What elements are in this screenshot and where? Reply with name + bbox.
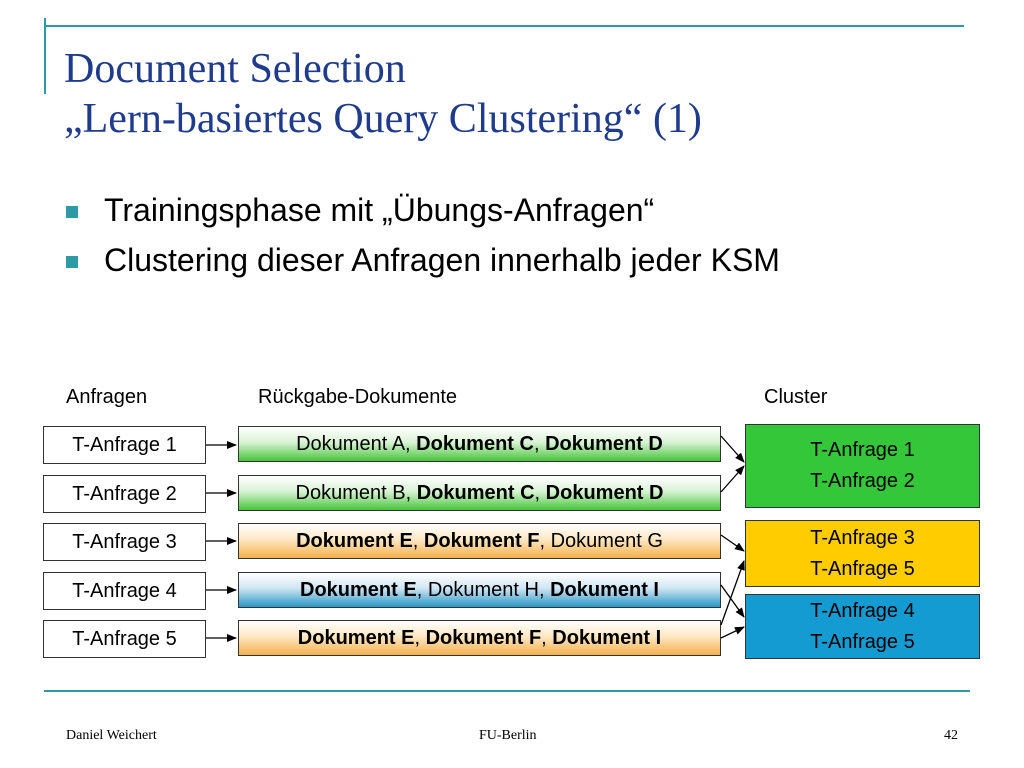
cluster-member: T-Anfrage 2 (810, 470, 915, 492)
header-documents: Rückgabe-Dokumente (258, 386, 457, 408)
footer-line (44, 690, 970, 692)
query-box-3: T-Anfrage 3 (43, 523, 206, 561)
footer-page-number: 42 (944, 728, 958, 743)
header-queries: Anfragen (66, 386, 148, 408)
arrow-doc3-cluster2 (720, 534, 745, 552)
arrow-doc5-cluster3 (720, 626, 745, 639)
document-name: Dokument E (297, 626, 415, 649)
document-name: Dokument B (295, 481, 406, 504)
footer-institution: FU-Berlin (479, 728, 537, 743)
cluster-box-3: T-Anfrage 4 T-Anfrage 5 (745, 594, 980, 659)
arrow-doc5-cluster2 (720, 560, 745, 626)
cluster-member: T-Anfrage 5 (810, 630, 915, 653)
query-box-5: T-Anfrage 5 (43, 620, 206, 658)
frame-left-line (44, 18, 46, 94)
bullet-item: Clustering dieser Anfragen innerhalb jed… (60, 240, 960, 280)
document-name: Dokument H (427, 578, 539, 601)
document-name: Dokument C (416, 481, 535, 504)
cluster-member: T-Anfrage 5 (810, 557, 915, 580)
square-bullet-icon (66, 206, 78, 218)
document-name: Dokument E (300, 578, 417, 601)
cluster-box-2: T-Anfrage 3 T-Anfrage 5 (745, 520, 980, 587)
arrow-doc1-cluster1 (720, 435, 745, 463)
document-name: Dokument D (545, 481, 664, 504)
header-clusters: Cluster (764, 386, 828, 408)
arrow-doc2-cluster1 (720, 465, 745, 493)
footer-author: Daniel Weichert (66, 728, 157, 743)
query-box-2: T-Anfrage 2 (43, 475, 206, 513)
query-box-1: T-Anfrage 1 (43, 426, 206, 464)
document-name: Dokument A (296, 432, 406, 455)
document-box-5: Dokument E, Dokument F, Dokument I (238, 620, 721, 656)
bullet-item: Trainingsphase mit „Übungs-Anfragen“ (60, 190, 960, 230)
slide-title: Document Selection „Lern-basiertes Query… (64, 44, 702, 144)
document-box-2: Dokument B, Dokument C, Dokument D (238, 475, 721, 511)
query-box-4: T-Anfrage 4 (43, 572, 206, 610)
cluster-member: T-Anfrage 1 (810, 439, 915, 461)
document-name: Dokument I (550, 578, 659, 601)
bullet-text: Clustering dieser Anfragen innerhalb jed… (104, 242, 780, 278)
slide-title-line-2: „Lern-basiertes Query Clustering“ (1) (64, 96, 702, 142)
document-name: Dokument D (545, 432, 663, 455)
frame-top-line (44, 25, 964, 27)
cluster-member: T-Anfrage 3 (810, 526, 915, 549)
cluster-member: T-Anfrage 4 (810, 599, 915, 622)
document-name: Dokument C (416, 432, 534, 455)
document-box-3: Dokument E, Dokument F, Dokument G (238, 523, 721, 559)
document-name: Dokument I (552, 626, 662, 649)
arrow-doc4-cluster3 (720, 584, 745, 618)
bullet-text: Trainingsphase mit „Übungs-Anfragen“ (104, 192, 655, 228)
square-bullet-icon (66, 256, 78, 268)
slide-title-line-1: Document Selection (64, 46, 406, 92)
document-box-4: Dokument E, Dokument H, Dokument I (238, 572, 721, 608)
document-name: Dokument F (423, 529, 540, 552)
document-name: Dokument F (425, 626, 542, 649)
document-box-1: Dokument A, Dokument C, Dokument D (238, 426, 721, 462)
document-name: Dokument E (296, 529, 413, 552)
cluster-box-1: T-Anfrage 1 T-Anfrage 2 (745, 424, 980, 508)
bullet-list: Trainingsphase mit „Übungs-Anfragen“ Clu… (60, 190, 960, 290)
document-name: Dokument G (550, 529, 663, 552)
